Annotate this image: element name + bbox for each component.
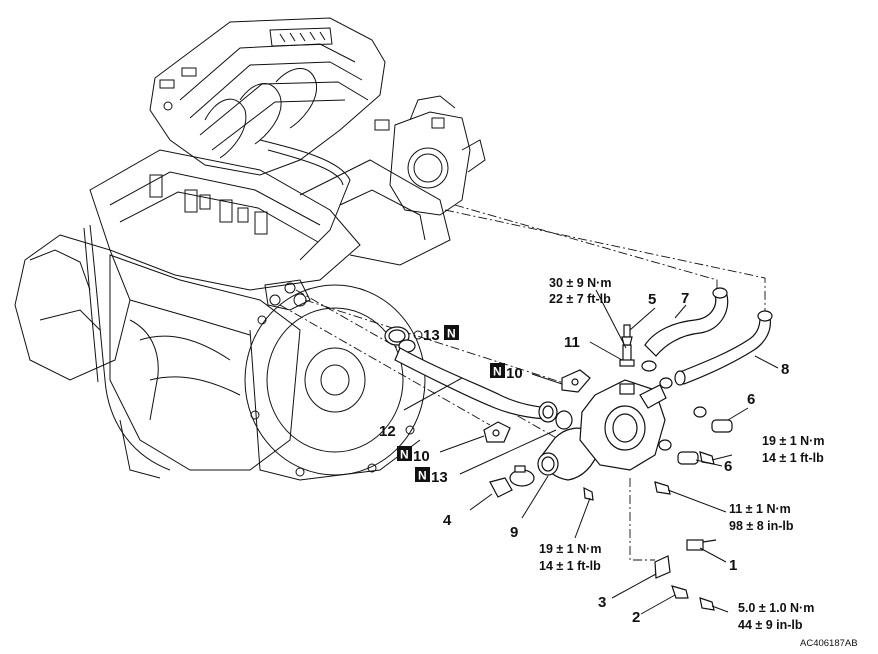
- callout-5: 5: [648, 291, 656, 308]
- callout-7: 7: [681, 290, 689, 307]
- new-part-letter: N: [493, 365, 502, 379]
- bolts: [583, 451, 715, 611]
- callout-2: 2: [632, 609, 640, 626]
- new-part-marker-13-lower: [415, 467, 430, 482]
- torque-left-nm: 19 ± 1 N·m: [539, 542, 601, 556]
- torque-top-ftlb: 22 ± 7 ft-lb: [549, 292, 611, 306]
- bracket-3: [654, 555, 671, 579]
- torque-left-ftlb: 14 ± 1 ft-lb: [539, 559, 601, 573]
- torque-bottom-nm: 5.0 ± 1.0 N·m: [738, 601, 814, 615]
- bracket-2: [671, 585, 689, 599]
- hose-4: [489, 477, 513, 498]
- torque-right-ftlb: 14 ± 1 ft-lb: [762, 451, 824, 465]
- hose-6-upper: [711, 419, 733, 433]
- water-pipe-12: [394, 339, 558, 423]
- callout-12: 12: [379, 423, 396, 440]
- callout-4: 4: [443, 512, 452, 529]
- new-part-letter: N: [418, 469, 427, 483]
- sensor-5: [621, 324, 633, 346]
- labels: 30 ± 9 N·m 22 ± 7 ft-lb 5 7 8 11 13 N N …: [379, 276, 858, 649]
- new-part-letter: N: [447, 327, 456, 341]
- callout-3: 3: [598, 594, 606, 611]
- parts: [384, 287, 773, 611]
- sensor-1: [686, 539, 717, 551]
- callout-13-lower: 13: [431, 469, 448, 486]
- torque-bottom-inlb: 44 ± 9 in-lb: [738, 618, 803, 632]
- callout-9: 9: [510, 524, 518, 541]
- torque-top-nm: 30 ± 9 N·m: [549, 276, 611, 290]
- water-outlet-fitting: [579, 379, 667, 471]
- o-ring-13-lower: [555, 410, 573, 430]
- center-lines: [279, 204, 766, 561]
- callout-10-lower: 10: [413, 448, 430, 465]
- engine-illustration: [14, 17, 486, 481]
- sensor-11: [619, 344, 635, 367]
- new-part-marker-13-upper: [444, 325, 459, 340]
- callout-6-lower: 6: [724, 458, 732, 475]
- new-part-marker-10-lower: [397, 446, 412, 461]
- new-part-letter: N: [400, 448, 409, 462]
- callout-8: 8: [781, 361, 789, 378]
- figure-code: AC406187AB: [800, 638, 858, 649]
- callout-6-upper: 6: [747, 391, 755, 408]
- callout-1: 1: [729, 557, 737, 574]
- torque-mid-nm: 11 ± 1 N·m: [729, 502, 791, 516]
- callout-11: 11: [564, 334, 580, 351]
- callout-10-upper: 10: [506, 365, 523, 382]
- hose-6-lower: [677, 451, 699, 465]
- callout-13-upper: 13: [423, 327, 440, 344]
- leader-lines: [403, 289, 779, 615]
- torque-mid-inlb: 98 ± 8 in-lb: [729, 519, 794, 533]
- torque-right-nm: 19 ± 1 N·m: [762, 434, 824, 448]
- new-part-marker-10-upper: [490, 363, 505, 378]
